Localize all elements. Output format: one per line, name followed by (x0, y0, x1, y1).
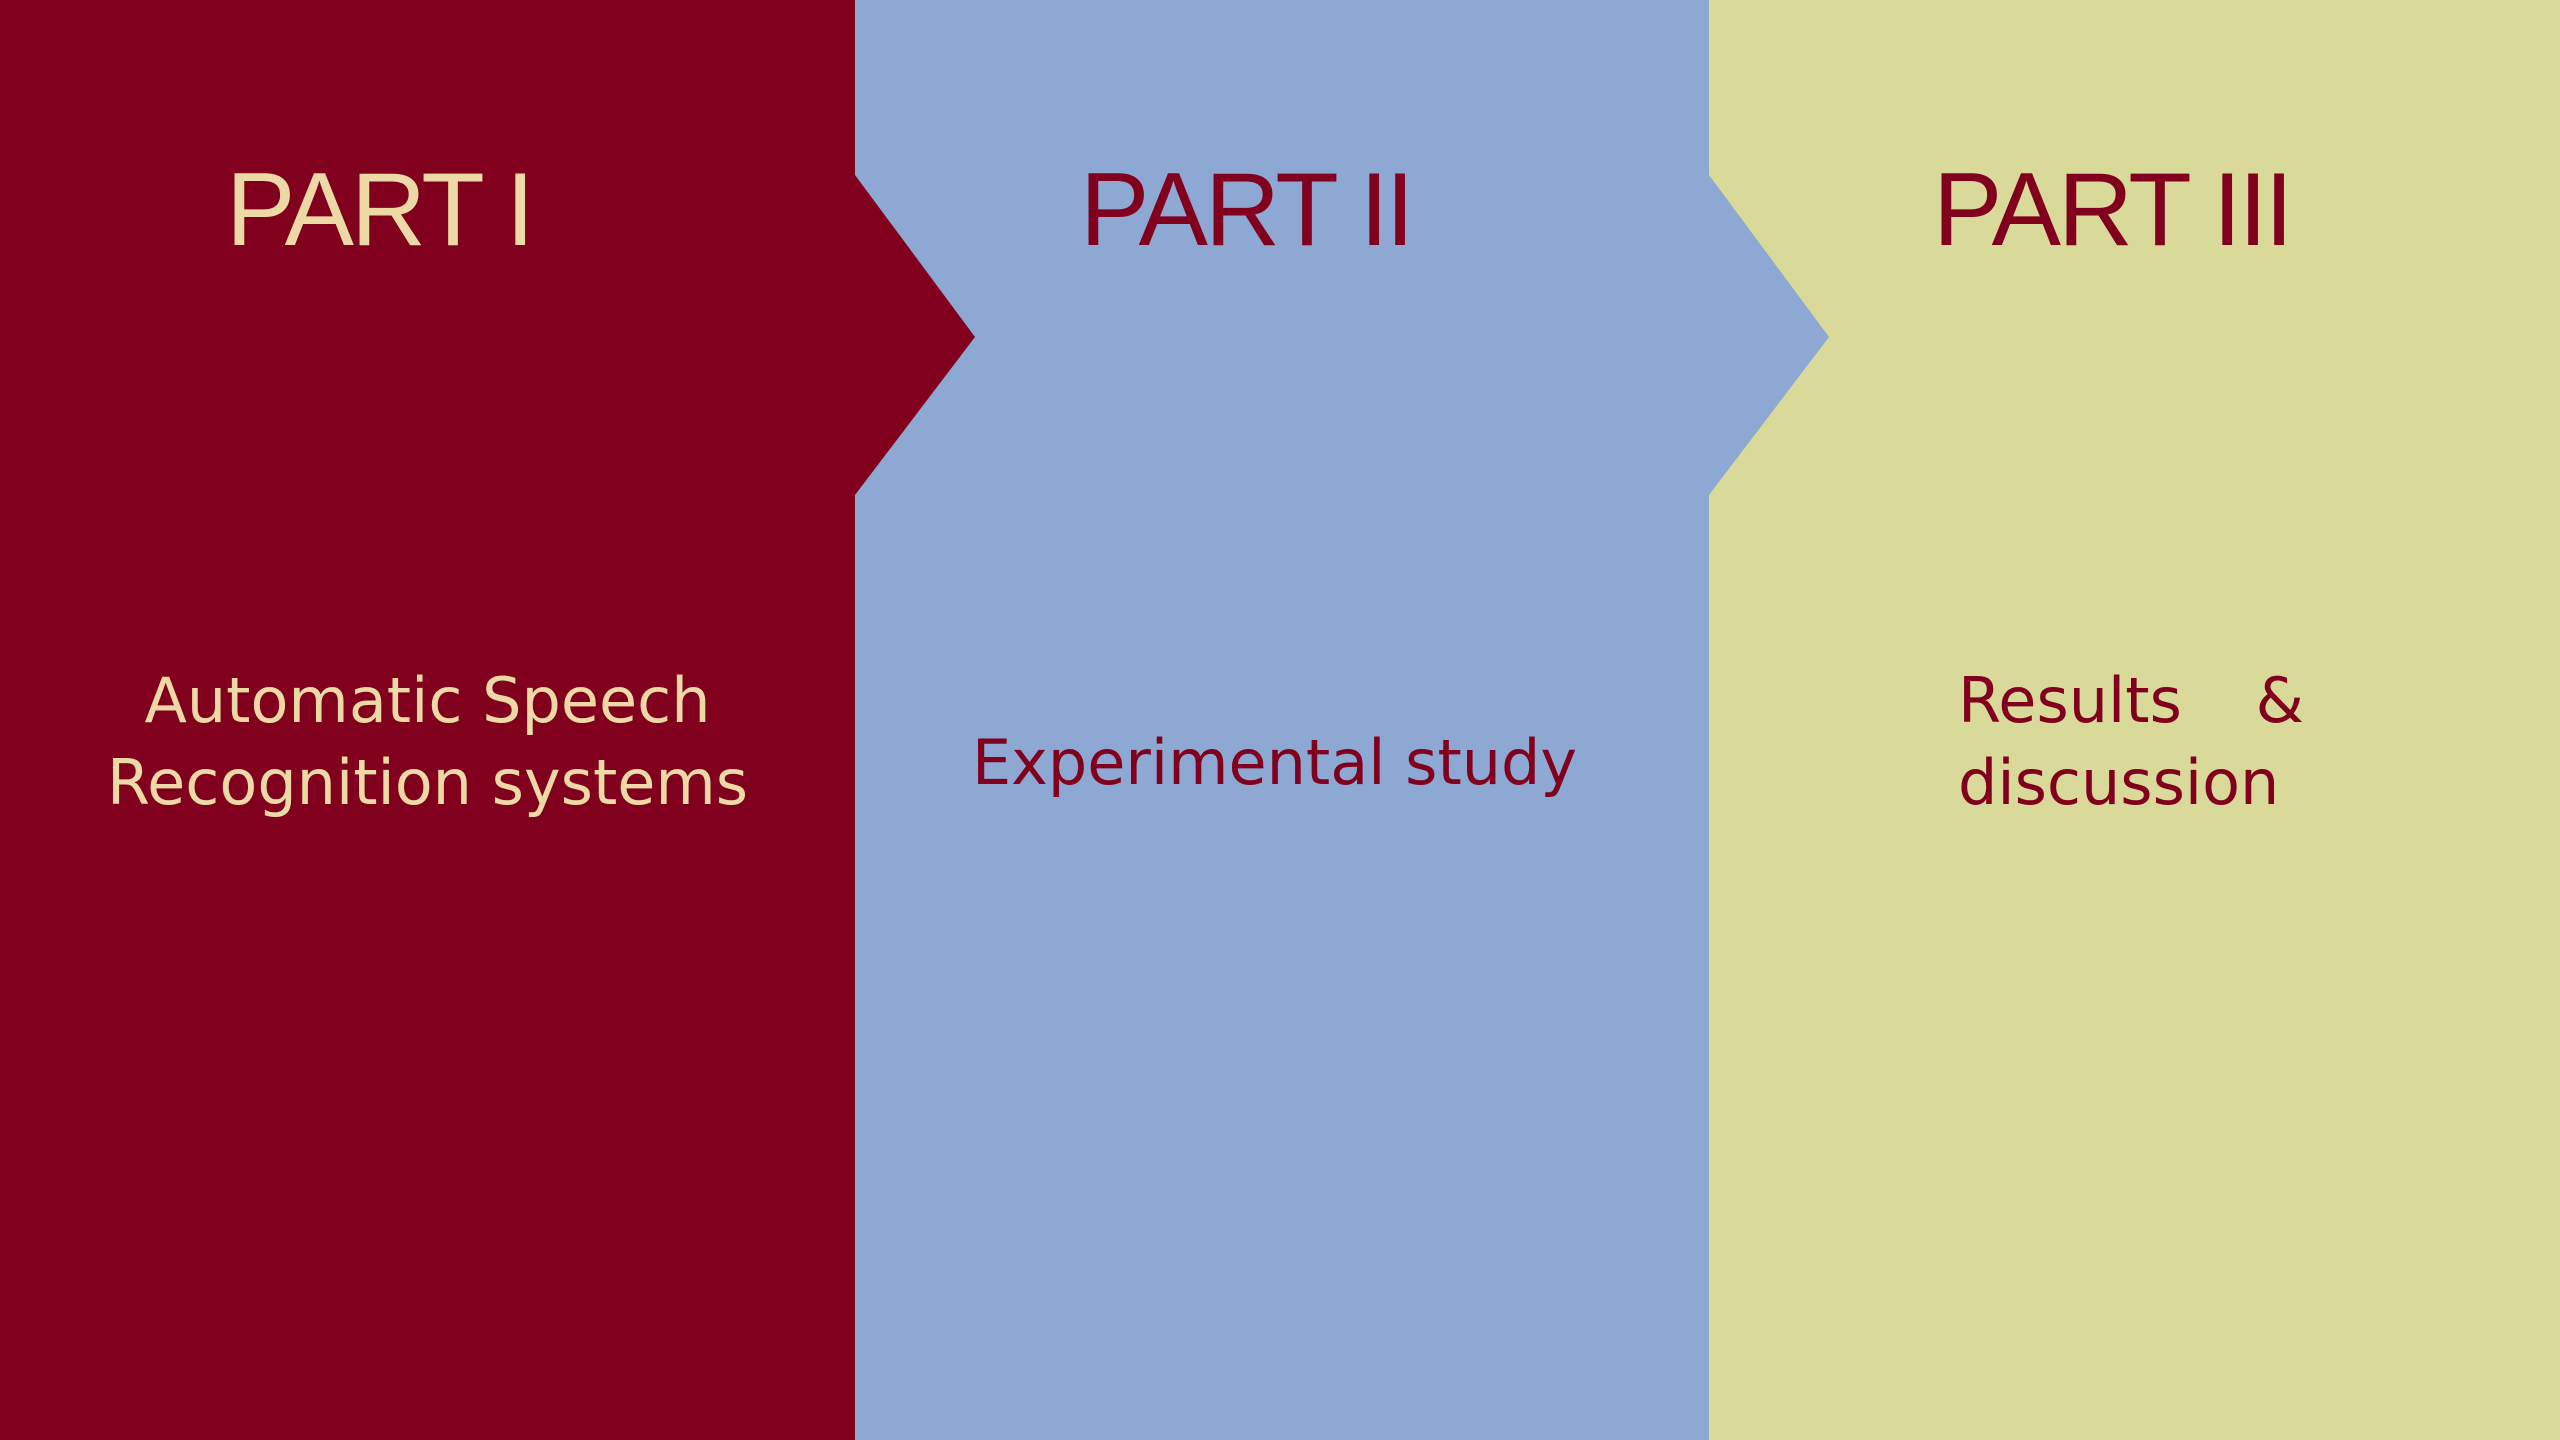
part-3-description-ampersand: & (2255, 664, 2304, 737)
part-2-description: Experimental study (972, 722, 1577, 804)
part-1-title: PART I (226, 152, 535, 268)
part-2-panel: PART II Experimental study (855, 0, 1830, 1440)
part-3-panel-fill (1709, 0, 2560, 1440)
part-3-description-line: Results & (1958, 660, 2304, 742)
part-1-description-line: Recognition systems (106, 746, 749, 819)
part-1-description-line: Automatic Speech (144, 664, 711, 737)
part-3-panel-shape (1709, 0, 2560, 1440)
part-3-description: Results & discussion (1958, 660, 2304, 824)
part-2-chevron-shape (855, 0, 1829, 1440)
part-3-title: PART III (1933, 152, 2293, 268)
part-3-panel: PART III Results & discussion (1709, 0, 2560, 1440)
part-1-chevron-shape (0, 0, 975, 1440)
part-2-chevron-fill (855, 0, 1829, 1440)
part-1-chevron-fill (0, 0, 975, 1440)
part-1-panel: PART I Automatic Speech Recognition syst… (0, 0, 975, 1440)
part-2-title: PART II (1080, 152, 1415, 268)
part-3-description-word: Results (1958, 664, 2182, 737)
part-1-description: Automatic Speech Recognition systems (0, 660, 855, 824)
part-2-description-line: Experimental study (972, 726, 1578, 799)
part-3-description-line: discussion (1958, 746, 2280, 819)
